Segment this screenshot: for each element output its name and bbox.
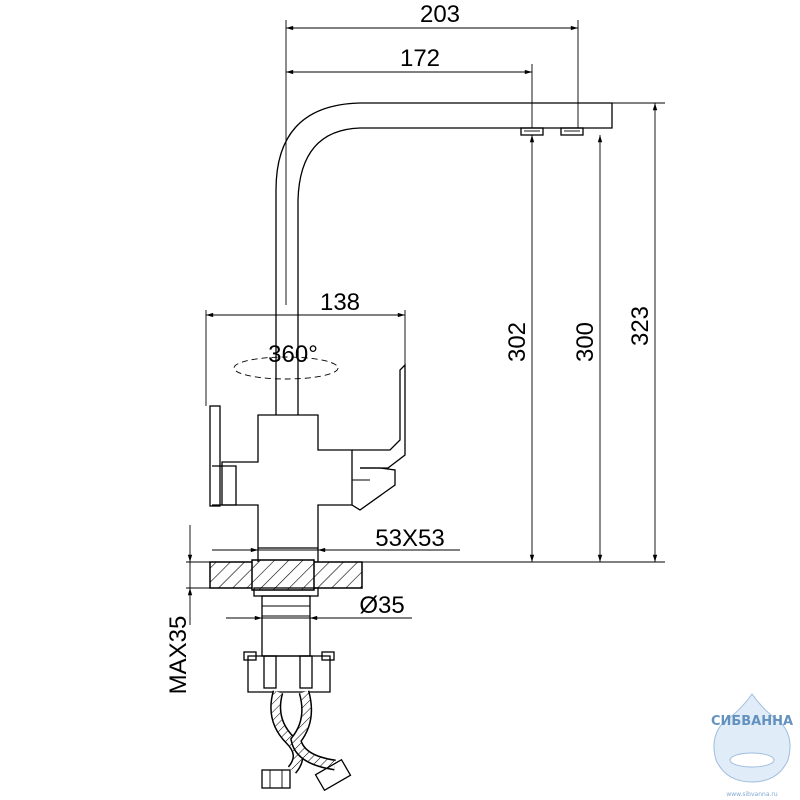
dim-diameter-35: Ø35 (359, 592, 404, 619)
logo-url: www.sibvanna.ru (726, 791, 778, 798)
dimension-lines (186, 20, 665, 625)
shank-and-nut (243, 587, 335, 693)
logo-name: СИБВАННА (711, 714, 793, 729)
faucet-spout (275, 102, 613, 305)
dim-53x53: 53X53 (375, 525, 444, 552)
dim-203: 203 (420, 1, 460, 28)
dim-302: 302 (504, 322, 531, 362)
dim-300: 300 (572, 322, 599, 362)
water-drop-icon (713, 693, 791, 783)
dim-360: 360° (268, 341, 318, 368)
dim-323: 323 (627, 306, 654, 346)
braided-hoses (261, 690, 352, 792)
dim-172: 172 (400, 45, 440, 72)
countertop-section (209, 548, 363, 591)
dim-max35: MAX35 (165, 616, 192, 695)
sibvanna-logo: СИБВАННА www.sibvanna.ru (711, 693, 793, 798)
dim-138: 138 (320, 289, 360, 316)
